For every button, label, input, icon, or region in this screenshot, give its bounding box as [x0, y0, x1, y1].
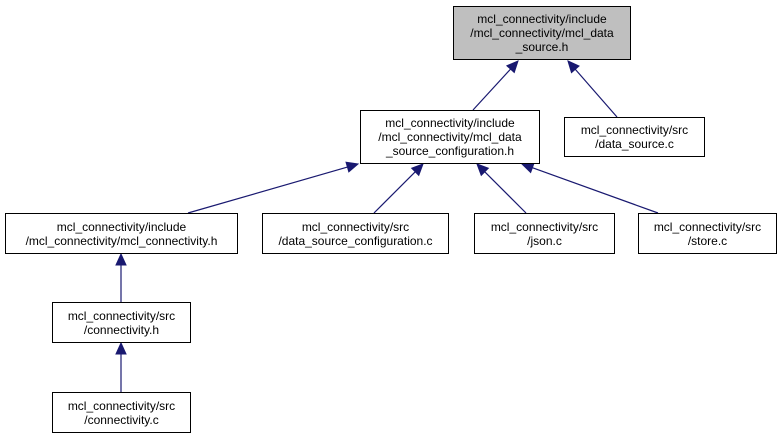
node-line: mcl_connectivity/src [653, 219, 762, 234]
node-data-source-configuration-c[interactable]: mcl_connectivity/src /data_source_config… [262, 213, 449, 254]
node-line: mcl_connectivity/src [67, 398, 176, 413]
node-line: _source.h [515, 40, 569, 54]
node-mcl-connectivity-h[interactable]: mcl_connectivity/include /mcl_connectivi… [5, 213, 238, 254]
edge-config_c-to-config_h [373, 171, 416, 214]
edge-mcl_connectivity_h-to-config_h [187, 166, 348, 214]
node-line: /json.c [527, 233, 562, 248]
node-line: mcl_connectivity/include [477, 12, 607, 26]
node-line: mcl_connectivity/include [385, 116, 515, 130]
arrowhead-icon [520, 162, 535, 174]
node-line: mcl_connectivity/src [490, 219, 599, 234]
node-store-c[interactable]: mcl_connectivity/src /store.c [638, 213, 777, 254]
node-line: mcl_connectivity/src [301, 219, 410, 234]
arrowhead-icon [476, 163, 490, 177]
arrowhead-icon [567, 60, 580, 74]
arrowhead-icon [115, 341, 127, 355]
node-line: /store.c [687, 233, 728, 248]
edge-config_h-to-root [472, 68, 512, 111]
node-connectivity-c[interactable]: mcl_connectivity/src /connectivity.c [52, 392, 191, 433]
node-mcl-data-source-h: mcl_connectivity/include /mcl_connectivi… [453, 6, 631, 60]
node-line: /mcl_connectivity/mcl_connectivity.h [25, 233, 218, 248]
edge-store_c-to-config_h [532, 167, 659, 214]
node-line: /data_source.c [595, 137, 674, 151]
arrowhead-icon [115, 252, 127, 266]
node-line: /mcl_connectivity/mcl_data [470, 26, 614, 40]
node-line: /mcl_connectivity/mcl_data [378, 130, 522, 144]
arrowhead-icon [345, 161, 360, 173]
node-mcl-data-source-configuration-h[interactable]: mcl_connectivity/include /mcl_connectivi… [360, 110, 540, 164]
arrowhead-icon [505, 60, 519, 74]
node-line: mcl_connectivity/include [56, 219, 187, 234]
edge-data_source_c-to-root [574, 68, 618, 118]
edge-json_c-to-config_h [484, 171, 527, 214]
node-line: mcl_connectivity/src [580, 123, 689, 137]
node-line: /data_source_configuration.c [278, 233, 433, 248]
node-json-c[interactable]: mcl_connectivity/src /json.c [474, 213, 615, 254]
arrowhead-icon [410, 163, 424, 177]
node-line: mcl_connectivity/src [67, 308, 176, 323]
node-line: _source_configuration.h [385, 144, 515, 158]
node-line: /connectivity.h [83, 322, 160, 337]
node-data-source-c[interactable]: mcl_connectivity/src /data_source.c [564, 117, 705, 157]
node-line: /connectivity.c [84, 412, 159, 427]
node-connectivity-h[interactable]: mcl_connectivity/src /connectivity.h [52, 302, 191, 343]
